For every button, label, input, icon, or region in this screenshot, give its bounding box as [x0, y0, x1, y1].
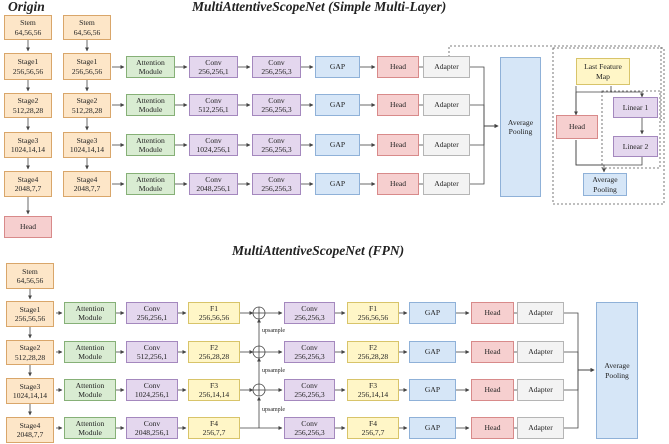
ml-average-pooling: Average Pooling — [500, 57, 541, 197]
fpn-attention-3: Attention Module — [64, 379, 116, 401]
ml-gap-3: GAP — [315, 134, 360, 156]
ml-gap-4: GAP — [315, 173, 360, 195]
fpn-gap-2: GAP — [409, 341, 456, 363]
panel-last-feature-map: Last Feature Map — [576, 58, 630, 85]
fpn-f3: F3 256,14,14 — [188, 379, 240, 401]
fpn-f2: F2 256,28,28 — [188, 341, 240, 363]
fpn-conv1-2: Conv 512,256,1 — [126, 341, 178, 363]
fpn-conv1-4: Conv 2048,256,1 — [126, 417, 178, 439]
fpn-head-4: Head — [471, 417, 514, 439]
fpn-adapter-1: Adapter — [517, 302, 564, 324]
origin-head: Head — [4, 216, 52, 238]
ml-adapter-2: Adapter — [423, 94, 470, 116]
fpn-stage4: Stage4 2048,7,7 — [6, 417, 54, 443]
fpn-f2-out: F2 256,28,28 — [347, 341, 399, 363]
ml-stage3: Stage3 1024,14,14 — [63, 132, 111, 158]
ml-conv1-2: Conv 512,256,1 — [189, 94, 238, 116]
fpn-stage1: Stage1 256,56,56 — [6, 301, 54, 327]
top-title: MultiAttentiveScopeNet (Simple Multi-Lay… — [192, 0, 447, 14]
ml-conv3-3: Conv 256,256,3 — [252, 134, 301, 156]
fpn-head-2: Head — [471, 341, 514, 363]
origin-stage3: Stage3 1024,14,14 — [4, 132, 52, 158]
ml-head-3: Head — [377, 134, 419, 156]
ml-attention-2: Attention Module — [126, 94, 175, 116]
fpn-adapter-3: Adapter — [517, 379, 564, 401]
origin-stage4: Stage4 2048,7,7 — [4, 171, 52, 197]
upsample-label-2: upsample — [262, 368, 285, 374]
fpn-f4: F4 256,7,7 — [188, 417, 240, 439]
ml-stem: Stem 64,56,56 — [63, 15, 111, 40]
ml-conv1-4: Conv 2048,256,1 — [189, 173, 238, 195]
panel-linear-2: Linear 2 — [613, 136, 658, 157]
fpn-conv1-1: Conv 256,256,1 — [126, 302, 178, 324]
upsample-label-3: upsample — [262, 407, 285, 413]
panel-average-pooling: Average Pooling — [583, 173, 627, 196]
fpn-conv1-3: Conv 1024,256,1 — [126, 379, 178, 401]
fpn-attention-2: Attention Module — [64, 341, 116, 363]
ml-stage2: Stage2 512,28,28 — [63, 93, 111, 118]
ml-conv1-3: Conv 1024,256,1 — [189, 134, 238, 156]
fpn-adapter-2: Adapter — [517, 341, 564, 363]
ml-attention-4: Attention Module — [126, 173, 175, 195]
ml-stage4: Stage4 2048,7,7 — [63, 171, 111, 197]
ml-gap-2: GAP — [315, 94, 360, 116]
bottom-title: MultiAttentiveScopeNet (FPN) — [232, 243, 405, 258]
fpn-conv3-4: Conv 256,256,3 — [284, 417, 335, 439]
ml-head-1: Head — [377, 56, 419, 78]
fpn-attention-1: Attention Module — [64, 302, 116, 324]
ml-gap-1: GAP — [315, 56, 360, 78]
ml-conv3-4: Conv 256,256,3 — [252, 173, 301, 195]
ml-attention-1: Attention Module — [126, 56, 175, 78]
origin-stage1: Stage1 256,56,56 — [4, 53, 52, 80]
fpn-f1: F1 256,56,56 — [188, 302, 240, 324]
origin-stage2: Stage2 512,28,28 — [4, 93, 52, 118]
upsample-label-1: upsample — [262, 328, 285, 334]
ml-adapter-3: Adapter — [423, 134, 470, 156]
fpn-head-3: Head — [471, 379, 514, 401]
ml-head-4: Head — [377, 173, 419, 195]
fpn-f1-out: F1 256,56,56 — [347, 302, 399, 324]
ml-adapter-1: Adapter — [423, 56, 470, 78]
fpn-adapter-4: Adapter — [517, 417, 564, 439]
fpn-gap-3: GAP — [409, 379, 456, 401]
ml-conv3-1: Conv 256,256,3 — [252, 56, 301, 78]
fpn-stage2: Stage2 512,28,28 — [6, 340, 54, 365]
ml-adapter-4: Adapter — [423, 173, 470, 195]
ml-attention-3: Attention Module — [126, 134, 175, 156]
panel-linear-1: Linear 1 — [613, 97, 658, 118]
origin-stem: Stem 64,56,56 — [4, 15, 52, 40]
ml-stage1: Stage1 256,56,56 — [63, 53, 111, 80]
fpn-attention-4: Attention Module — [64, 417, 116, 439]
fpn-head-1: Head — [471, 302, 514, 324]
panel-head: Head — [556, 115, 598, 139]
fpn-f4-out: F4 256,7,7 — [347, 417, 399, 439]
fpn-average-pooling: Average Pooling — [596, 302, 638, 439]
fpn-conv3-1: Conv 256,256,3 — [284, 302, 335, 324]
ml-conv1-1: Conv 256,256,1 — [189, 56, 238, 78]
fpn-stage3: Stage3 1024,14,14 — [6, 378, 54, 404]
ml-head-2: Head — [377, 94, 419, 116]
fpn-stem: Stem 64,56,56 — [6, 263, 54, 289]
fpn-gap-4: GAP — [409, 417, 456, 439]
fpn-conv3-3: Conv 256,256,3 — [284, 379, 335, 401]
ml-conv3-2: Conv 256,256,3 — [252, 94, 301, 116]
origin-title: Origin — [8, 0, 45, 14]
fpn-conv3-2: Conv 256,256,3 — [284, 341, 335, 363]
fpn-gap-1: GAP — [409, 302, 456, 324]
fpn-f3-out: F3 256,14,14 — [347, 379, 399, 401]
